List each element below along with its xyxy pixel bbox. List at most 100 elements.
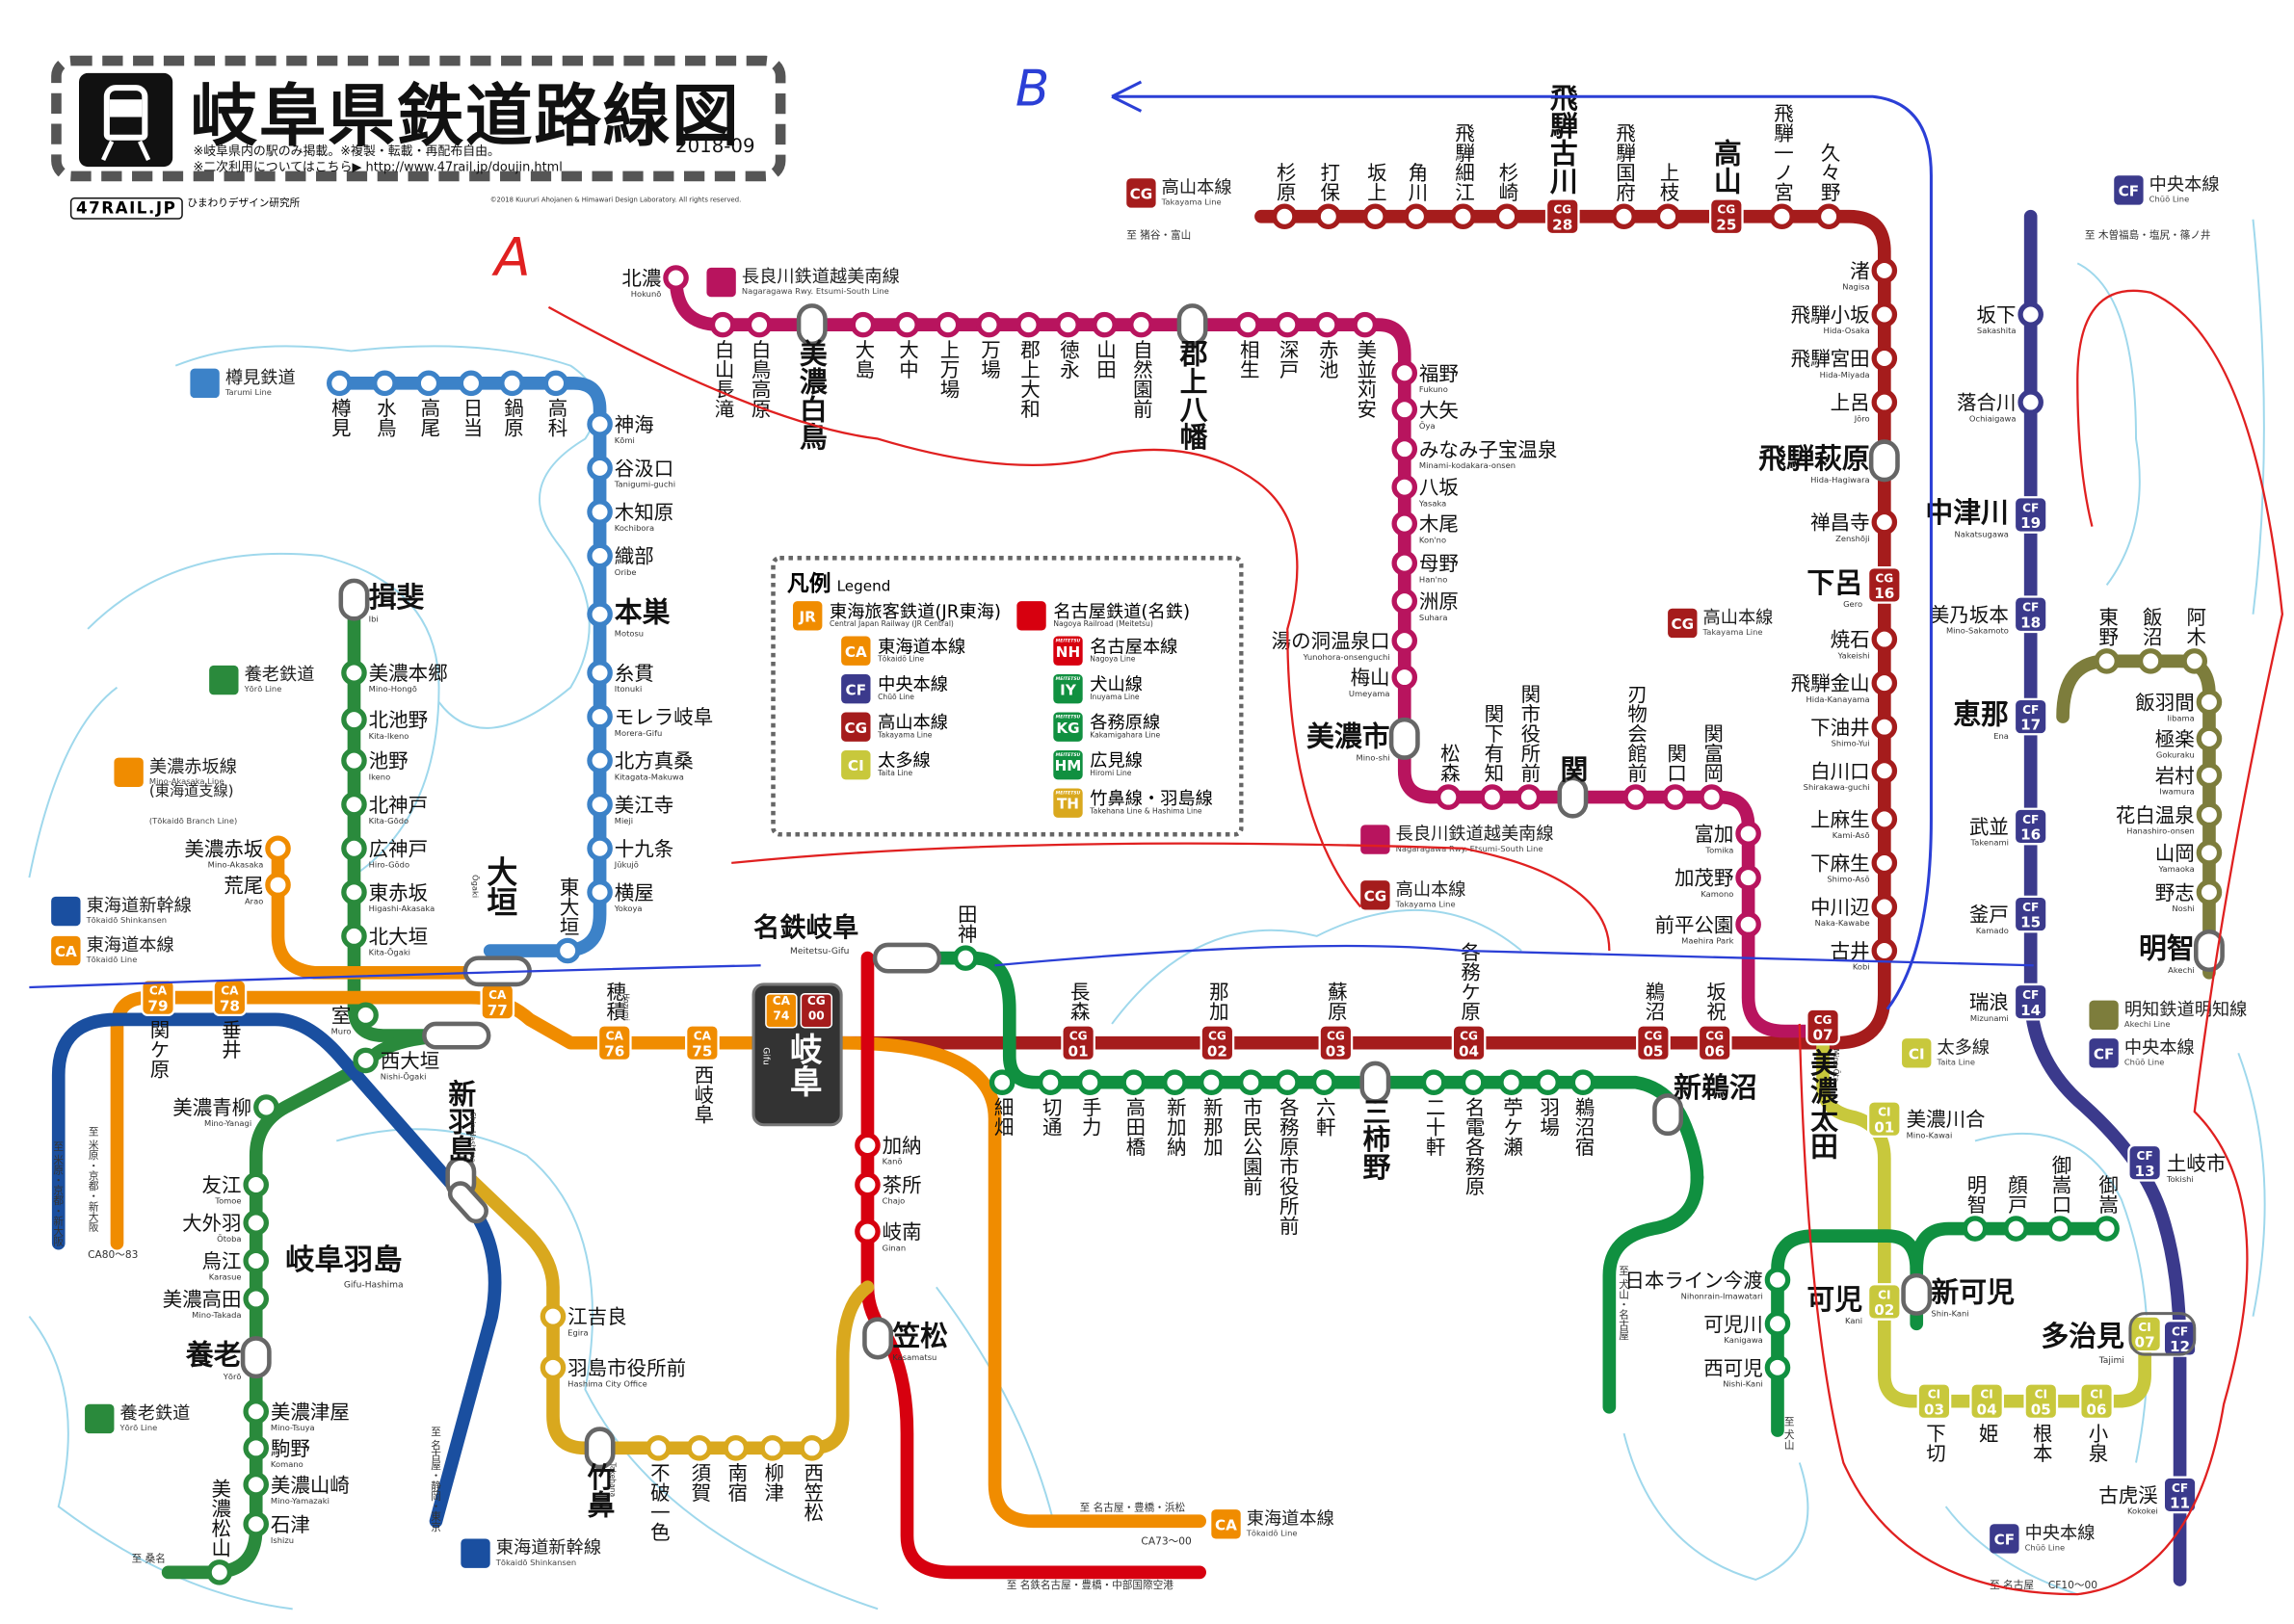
- station-gifu-hashima[interactable]: [446, 1179, 490, 1225]
- station-yr[interactable]: [341, 923, 367, 950]
- station-kg[interactable]: [1359, 1061, 1391, 1104]
- station-th[interactable]: [759, 1435, 786, 1461]
- station-nr[interactable]: [796, 303, 828, 347]
- station-hm[interactable]: [1764, 1354, 1791, 1381]
- station-th[interactable]: [584, 1427, 616, 1470]
- station-nh[interactable]: [855, 1218, 881, 1244]
- station-yr[interactable]: [243, 1399, 270, 1425]
- station-nr[interactable]: [1391, 435, 1418, 462]
- station-tr[interactable]: [554, 937, 581, 964]
- station-cg[interactable]: [1871, 301, 1898, 327]
- station-meitetsu-gifu[interactable]: [872, 942, 942, 974]
- station-nr[interactable]: [1391, 474, 1418, 500]
- station-tr[interactable]: [587, 835, 613, 862]
- station-tr[interactable]: [587, 601, 613, 628]
- station-hm[interactable]: [1962, 1216, 1989, 1242]
- station-cg[interactable]: [1871, 509, 1898, 536]
- station-nr[interactable]: [1735, 911, 1761, 937]
- station-cg[interactable]: [1315, 203, 1342, 230]
- station-cg[interactable]: [1871, 669, 1898, 696]
- station-cg[interactable]: [1871, 806, 1898, 832]
- station-ak[interactable]: [2196, 878, 2223, 905]
- station-nr[interactable]: [1015, 311, 1042, 338]
- station-nr[interactable]: [1391, 664, 1418, 691]
- station-tr[interactable]: [415, 370, 442, 397]
- station-cg[interactable]: [1271, 203, 1298, 230]
- station-tajimi-marker[interactable]: [2128, 1312, 2197, 1356]
- station-yr[interactable]: [243, 1435, 270, 1461]
- station-nr[interactable]: [894, 311, 920, 338]
- station-nr[interactable]: [1352, 311, 1379, 338]
- station-tr[interactable]: [587, 703, 613, 730]
- station-kg[interactable]: [1199, 1069, 1225, 1095]
- station-nr[interactable]: [1735, 864, 1761, 891]
- station-yr[interactable]: [243, 1171, 270, 1198]
- station-cg[interactable]: [1654, 203, 1681, 230]
- station-nr[interactable]: [1479, 784, 1506, 810]
- station-cg[interactable]: [1815, 203, 1842, 230]
- station-cg[interactable]: [1871, 894, 1898, 920]
- station-nr[interactable]: [1176, 303, 1208, 347]
- station-kg[interactable]: [1498, 1069, 1524, 1095]
- station-kg[interactable]: [1460, 1069, 1487, 1095]
- station-nh[interactable]: [855, 1171, 881, 1198]
- station-nr[interactable]: [1274, 311, 1301, 338]
- station-th[interactable]: [646, 1435, 672, 1461]
- station-kg[interactable]: [1121, 1069, 1147, 1095]
- station-th[interactable]: [799, 1435, 826, 1461]
- station-cg[interactable]: [1871, 937, 1898, 964]
- station-tr[interactable]: [499, 370, 525, 397]
- station-kg[interactable]: [1238, 1069, 1264, 1095]
- station-yr[interactable]: [206, 1559, 233, 1585]
- station-yr[interactable]: [341, 791, 367, 818]
- station-kg[interactable]: [1569, 1069, 1596, 1095]
- station-tr[interactable]: [327, 370, 353, 397]
- station-tr[interactable]: [587, 791, 613, 818]
- station-kg[interactable]: [1310, 1069, 1337, 1095]
- station-ca[interactable]: [265, 872, 291, 898]
- station-ak[interactable]: [2196, 801, 2223, 828]
- station-nr[interactable]: [709, 311, 736, 338]
- station-nr[interactable]: [1391, 588, 1418, 615]
- station-nr[interactable]: [1391, 396, 1418, 423]
- station-nr[interactable]: [1391, 550, 1418, 576]
- station-th[interactable]: [540, 1354, 567, 1381]
- station-yr[interactable]: [341, 878, 367, 905]
- station-kg[interactable]: [1535, 1069, 1561, 1095]
- station-nr[interactable]: [1516, 784, 1543, 810]
- station-hm[interactable]: [1764, 1267, 1791, 1293]
- station-yr[interactable]: [341, 660, 367, 686]
- station-ak[interactable]: [2094, 648, 2120, 674]
- station-yr[interactable]: [243, 1247, 270, 1274]
- station-ogaki[interactable]: [422, 956, 532, 1050]
- station-yr[interactable]: [243, 1471, 270, 1498]
- station-yr[interactable]: [243, 1286, 270, 1312]
- station-nr[interactable]: [1391, 511, 1418, 537]
- header-note-link[interactable]: ※二次利用についてはこちら▶ http://www.47rail.jp/douj…: [193, 161, 563, 176]
- station-nr[interactable]: [1128, 311, 1154, 338]
- station-tr[interactable]: [587, 747, 613, 773]
- station-cg[interactable]: [1871, 757, 1898, 784]
- station-cg[interactable]: [1871, 257, 1898, 284]
- station-cg[interactable]: [1871, 626, 1898, 652]
- station-th[interactable]: [540, 1303, 567, 1329]
- station-yr[interactable]: [353, 1002, 379, 1029]
- station-tr[interactable]: [587, 878, 613, 905]
